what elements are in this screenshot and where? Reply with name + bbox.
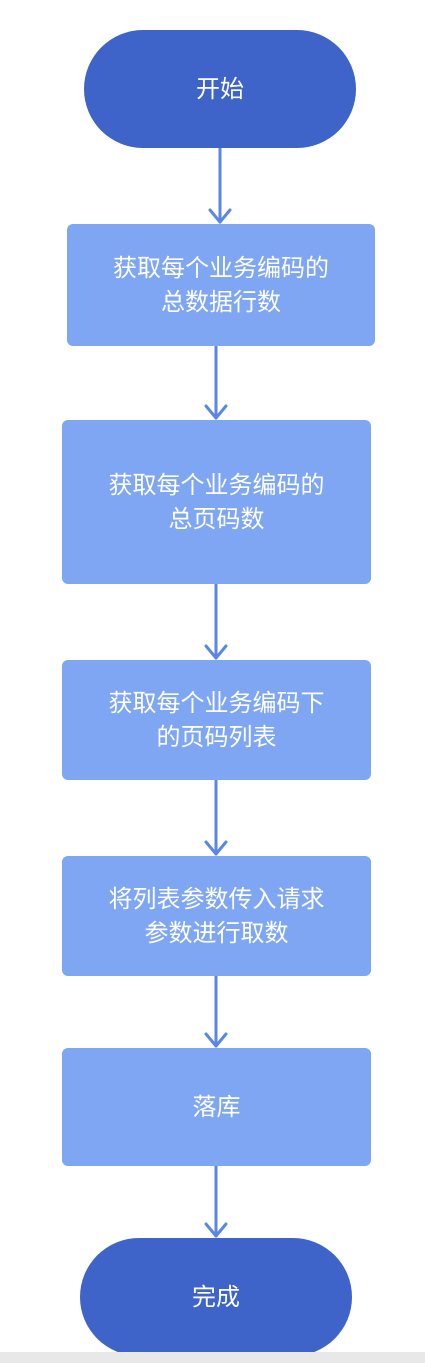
step-get-total-rows: 获取每个业务编码的 总数据行数 (67, 224, 375, 346)
bottom-scroll-strip (0, 1352, 425, 1363)
step-get-total-pages: 获取每个业务编码的 总页码数 (62, 420, 371, 584)
arrowhead-step5-to-end (204, 1222, 228, 1238)
start-node: 开始 (84, 30, 356, 148)
step-store-data: 落库 (62, 1048, 371, 1166)
arrowhead-step1-to-step2 (204, 404, 228, 420)
step-5-label: 落库 (192, 1093, 241, 1121)
arrowhead-step4-to-step5 (204, 1032, 228, 1048)
step-request-data: 将列表参数传入请求 参数进行取数 (62, 856, 371, 976)
step-3-label: 获取每个业务编码下 的页码列表 (108, 689, 325, 751)
end-label: 完成 (192, 1283, 240, 1311)
arrowhead-step2-to-step3 (204, 644, 228, 660)
step-4-label: 将列表参数传入请求 参数进行取数 (108, 885, 325, 947)
step-2-label: 获取每个业务编码的 总页码数 (108, 471, 325, 533)
arrowhead-start-to-step1 (208, 208, 232, 224)
start-label: 开始 (196, 75, 244, 103)
end-node: 完成 (80, 1238, 352, 1356)
step-1-label: 获取每个业务编码的 总数据行数 (113, 254, 329, 316)
step-get-page-list: 获取每个业务编码下 的页码列表 (62, 660, 371, 780)
arrowhead-step3-to-step4 (204, 840, 228, 856)
